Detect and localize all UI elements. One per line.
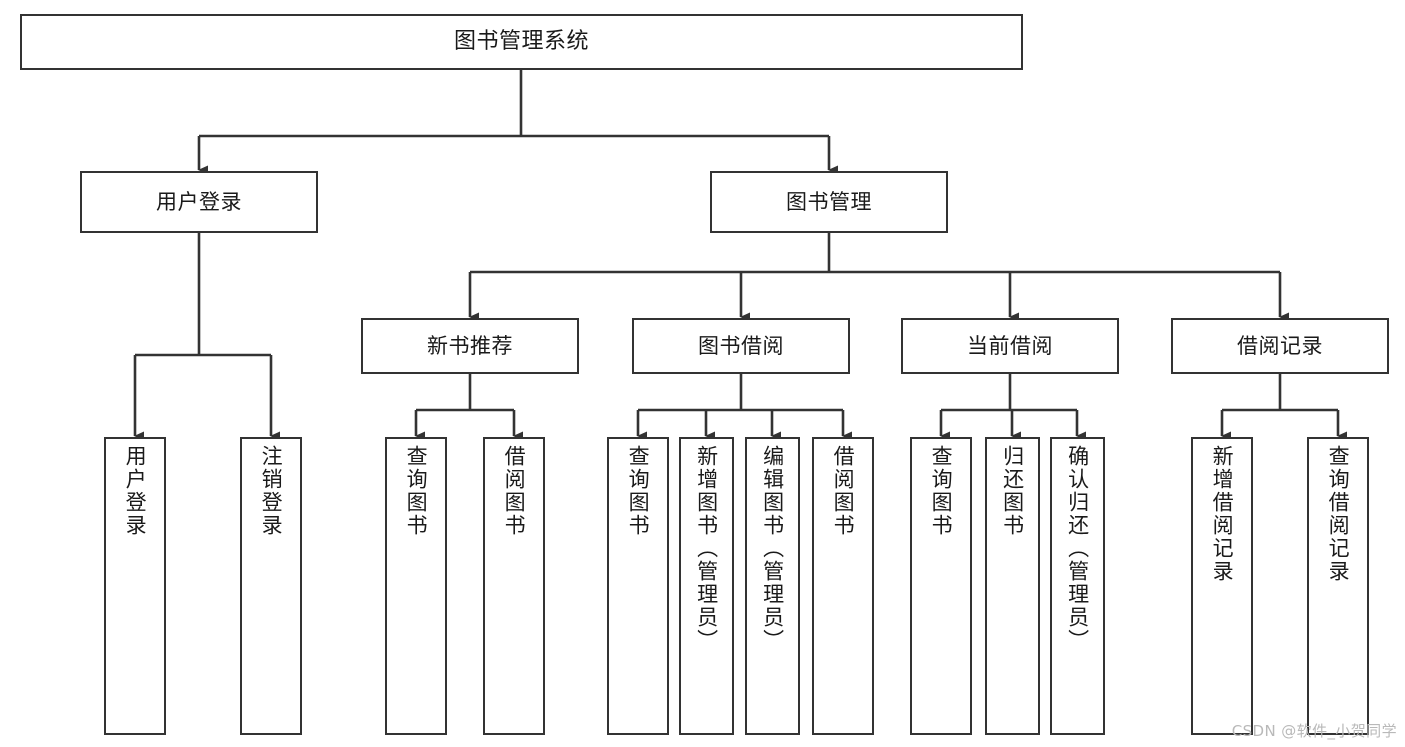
node-label: 新书推荐 [427, 333, 513, 358]
node-leaf-query-book-3[interactable]: 查询图书 [910, 437, 972, 735]
node-label: 查询图书 [404, 445, 429, 537]
node-current-borrow[interactable]: 当前借阅 [901, 318, 1119, 374]
node-label: 归还图书 [1000, 445, 1025, 537]
node-leaf-query-book-1[interactable]: 查询图书 [385, 437, 447, 735]
node-leaf-add-book[interactable]: 新增图书（管理员） [679, 437, 734, 735]
node-borrow-record[interactable]: 借阅记录 [1171, 318, 1389, 374]
node-leaf-query-record[interactable]: 查询借阅记录 [1307, 437, 1369, 735]
node-label: 注销登录 [259, 445, 284, 537]
node-leaf-add-record[interactable]: 新增借阅记录 [1191, 437, 1253, 735]
node-leaf-user-login[interactable]: 用户登录 [104, 437, 166, 735]
node-leaf-query-book-2[interactable]: 查询图书 [607, 437, 669, 735]
node-label: 查询借阅记录 [1326, 445, 1351, 583]
node-root[interactable]: 图书管理系统 [20, 14, 1023, 70]
node-label: 当前借阅 [967, 333, 1053, 358]
watermark-text: CSDN @软件_小贺同学 [1231, 722, 1397, 740]
node-label: 图书管理 [786, 189, 872, 214]
node-user-login[interactable]: 用户登录 [80, 171, 318, 233]
connector-lines [133, 70, 1347, 441]
node-new-book-rec[interactable]: 新书推荐 [361, 318, 579, 374]
node-label: 用户登录 [156, 189, 242, 214]
node-label: 借阅图书 [502, 445, 527, 537]
node-book-manage[interactable]: 图书管理 [710, 171, 948, 233]
node-label: 查询图书 [626, 445, 651, 537]
node-label: 确认归还（管理员） [1065, 445, 1090, 652]
node-book-borrow[interactable]: 图书借阅 [632, 318, 850, 374]
node-label: 新增图书（管理员） [694, 445, 719, 652]
node-leaf-user-logout[interactable]: 注销登录 [240, 437, 302, 735]
node-label: 图书借阅 [698, 333, 784, 358]
node-label: 查询图书 [929, 445, 954, 537]
node-leaf-borrow-book-2[interactable]: 借阅图书 [812, 437, 874, 735]
node-label: 编辑图书（管理员） [760, 445, 785, 652]
node-leaf-edit-book[interactable]: 编辑图书（管理员） [745, 437, 800, 735]
node-label: 借阅记录 [1237, 333, 1323, 358]
node-label: 用户登录 [123, 445, 148, 537]
node-label: 图书管理系统 [453, 29, 589, 55]
node-leaf-borrow-book-1[interactable]: 借阅图书 [483, 437, 545, 735]
node-label: 借阅图书 [831, 445, 856, 537]
node-leaf-confirm-return[interactable]: 确认归还（管理员） [1050, 437, 1105, 735]
node-leaf-return-book[interactable]: 归还图书 [985, 437, 1040, 735]
node-label: 新增借阅记录 [1210, 445, 1235, 583]
